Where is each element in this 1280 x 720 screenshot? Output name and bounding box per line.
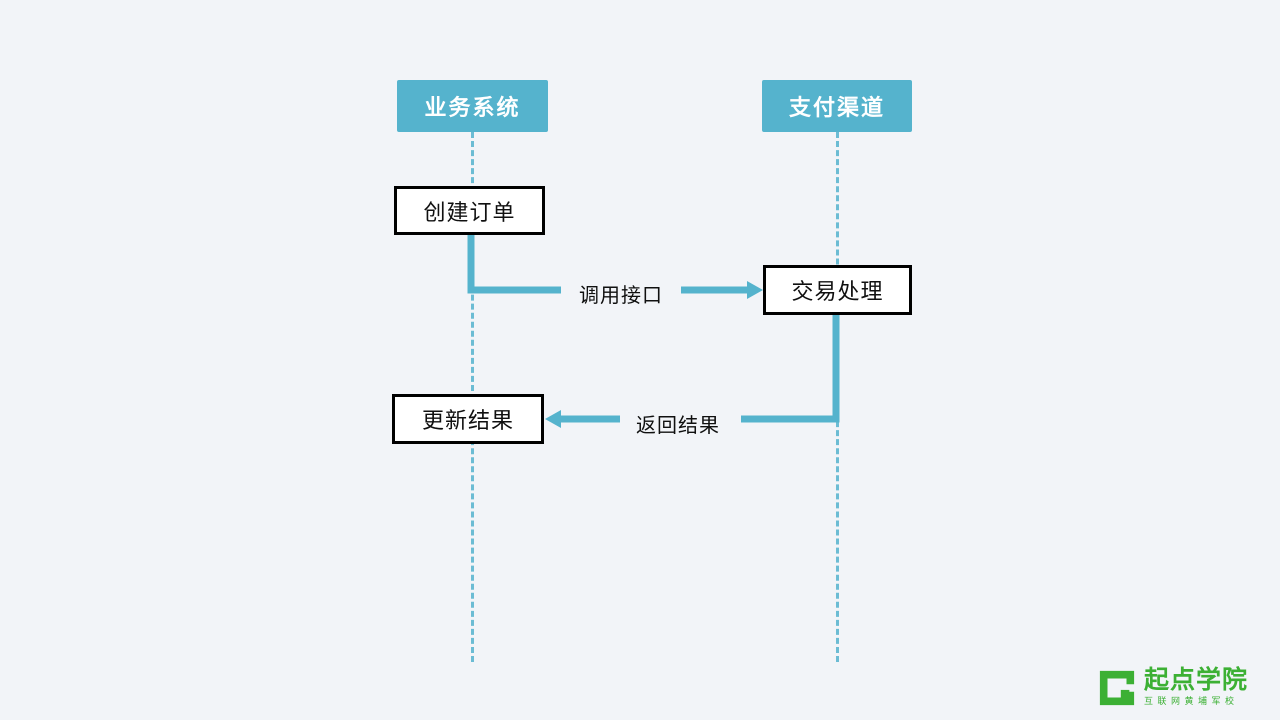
connector-call-interface-outbound bbox=[467, 235, 561, 294]
brand-name: 起点学院 bbox=[1144, 666, 1249, 694]
participant-label: 支付渠道 bbox=[788, 95, 885, 120]
action-box-update-result[interactable]: 更新结果 bbox=[392, 394, 544, 444]
qidian-logo-icon bbox=[1098, 669, 1136, 707]
brand-watermark: 起点学院 互联网黄埔军校 bbox=[1098, 666, 1249, 707]
participant-header-payment-channel[interactable]: 支付渠道 bbox=[762, 80, 912, 132]
action-box-transaction-process[interactable]: 交易处理 bbox=[763, 265, 912, 315]
connector-return-result-outbound bbox=[741, 315, 840, 423]
participant-header-business-system[interactable]: 业务系统 bbox=[397, 80, 548, 132]
action-label: 创建订单 bbox=[423, 199, 516, 225]
message-label-return-result: 返回结果 bbox=[628, 409, 728, 438]
action-label: 交易处理 bbox=[791, 279, 884, 304]
action-box-create-order[interactable]: 创建订单 bbox=[394, 186, 545, 235]
arrowhead-return-result bbox=[545, 410, 561, 428]
lifeline-payment-channel bbox=[836, 132, 839, 662]
participant-label: 业务系统 bbox=[424, 95, 521, 120]
arrowhead-call-interface bbox=[747, 281, 763, 299]
brand-tagline: 互联网黄埔军校 bbox=[1144, 695, 1239, 706]
action-label: 更新结果 bbox=[421, 408, 514, 433]
message-label-call-interface: 调用接口 bbox=[571, 279, 671, 308]
